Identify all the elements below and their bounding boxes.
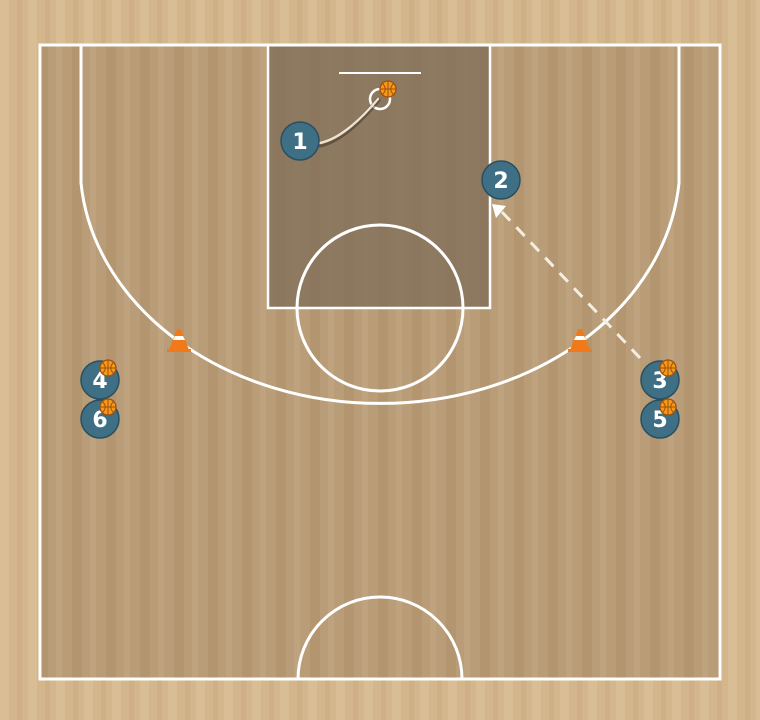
player-2[interactable]: 2: [481, 160, 521, 200]
players-layer: 1 2 3 5 4 6: [80, 121, 680, 439]
basketball-icon: [379, 80, 397, 98]
three-point-line: [79, 45, 681, 405]
basketball-icon: [659, 398, 677, 416]
paint-area: [268, 45, 490, 308]
player-5[interactable]: 5: [640, 398, 680, 439]
basketball-icon: [99, 359, 117, 377]
basketball-icon: [659, 359, 677, 377]
player-1[interactable]: 1: [280, 121, 320, 161]
pass-arrowhead: [492, 204, 506, 218]
traffic-cone-icon: [568, 329, 592, 352]
player-4[interactable]: 4: [80, 359, 120, 400]
dribble-path: [318, 97, 380, 145]
traffic-cone-icon: [167, 329, 191, 352]
player-label: 2: [493, 169, 508, 194]
player-6[interactable]: 6: [80, 398, 120, 439]
player-3[interactable]: 3: [640, 359, 680, 400]
free-throw-circle: [295, 223, 465, 393]
center-circle: [296, 595, 464, 680]
player-label: 1: [292, 130, 307, 155]
basketball-icon: [99, 398, 117, 416]
